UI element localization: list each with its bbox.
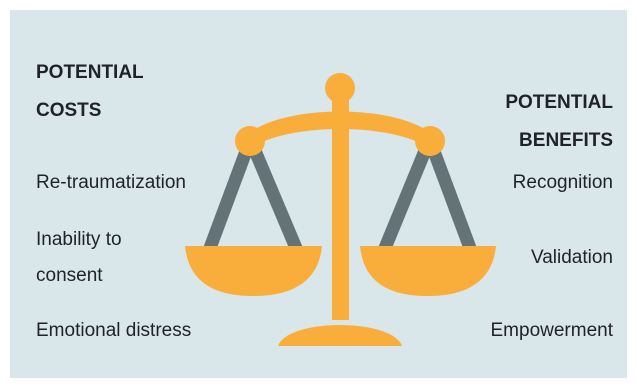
left-pan	[185, 246, 322, 296]
right-chain-outer	[425, 139, 477, 255]
benefit-item: Recognition	[512, 172, 613, 193]
cost-item: Emotional distress	[36, 320, 192, 341]
cost-item: Inability to consent	[36, 229, 122, 286]
right-pan	[360, 246, 496, 296]
scale-top-knob	[325, 73, 355, 103]
cost-item: Re-traumatization	[36, 172, 186, 193]
benefits-heading: POTENTIAL BENEFITS	[505, 92, 613, 151]
left-chain-outer	[203, 139, 255, 255]
left-chain-inner	[246, 139, 303, 255]
benefit-item: Empowerment	[490, 320, 614, 341]
scale-pillar	[332, 100, 349, 320]
left-pivot	[235, 126, 265, 156]
diagram-panel	[10, 10, 627, 378]
scale-beam	[248, 111, 432, 150]
benefit-item: Validation	[530, 247, 613, 268]
right-chain-inner	[378, 139, 434, 255]
costs-heading: POTENTIAL COSTS	[36, 62, 144, 121]
scale-base	[278, 325, 402, 346]
right-pivot	[415, 126, 445, 156]
